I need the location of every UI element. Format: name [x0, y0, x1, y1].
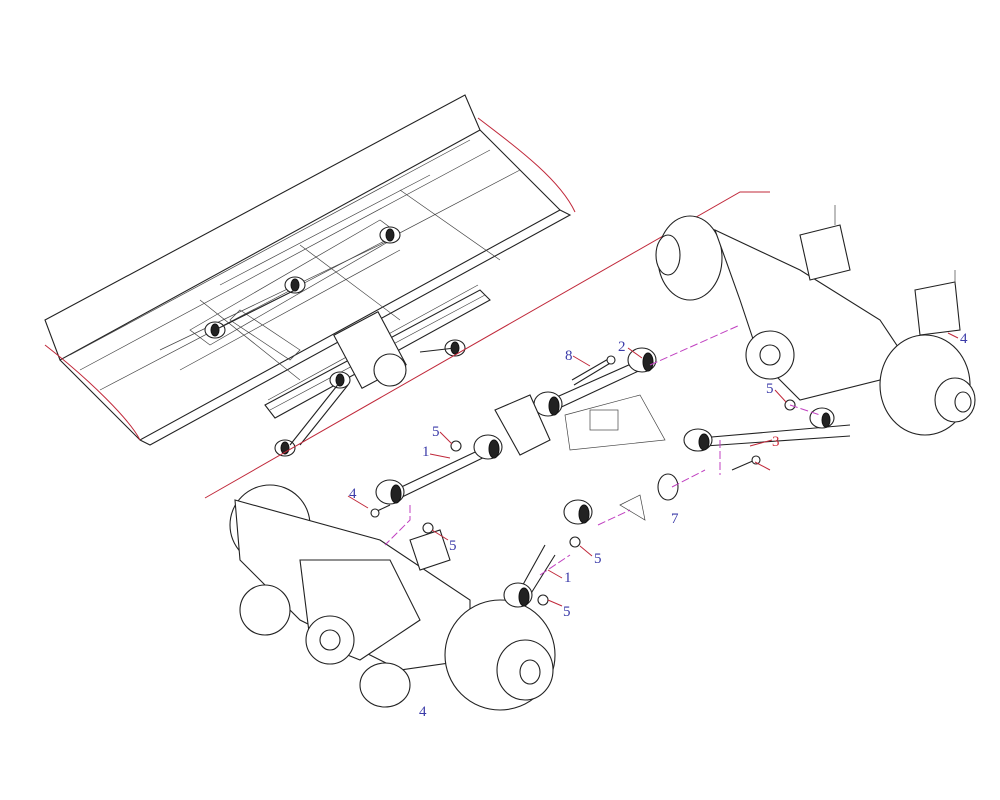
callout-7: 7 — [671, 511, 679, 527]
rear-axle-assembly — [655, 205, 976, 436]
fasteners — [370, 355, 796, 606]
brackets — [494, 394, 679, 521]
callout-5: 5 — [766, 381, 774, 397]
frame-bushings — [204, 226, 466, 457]
callout-4: 4 — [349, 486, 357, 502]
chassis-frame — [44, 94, 576, 457]
callout-5: 5 — [594, 551, 602, 567]
callout-1: 1 — [564, 570, 572, 586]
callout-5: 5 — [449, 538, 457, 554]
callout-5: 5 — [432, 424, 440, 440]
callout-8: 8 — [565, 348, 573, 364]
callout-4: 4 — [419, 704, 427, 720]
section-line — [204, 191, 770, 499]
callout-2: 2 — [618, 339, 626, 355]
callouts: 8 2 5 4 3 7 5 1 5 5 1 4 5 4 — [349, 331, 968, 720]
callout-3: 3 — [772, 434, 780, 450]
assembly-lines — [384, 324, 821, 576]
middle-axle-assembly — [229, 484, 556, 711]
torque-rods — [375, 347, 851, 608]
callout-5: 5 — [563, 604, 571, 620]
callout-4: 4 — [960, 331, 968, 347]
callout-1: 1 — [422, 444, 430, 460]
leader-lines — [347, 332, 959, 607]
